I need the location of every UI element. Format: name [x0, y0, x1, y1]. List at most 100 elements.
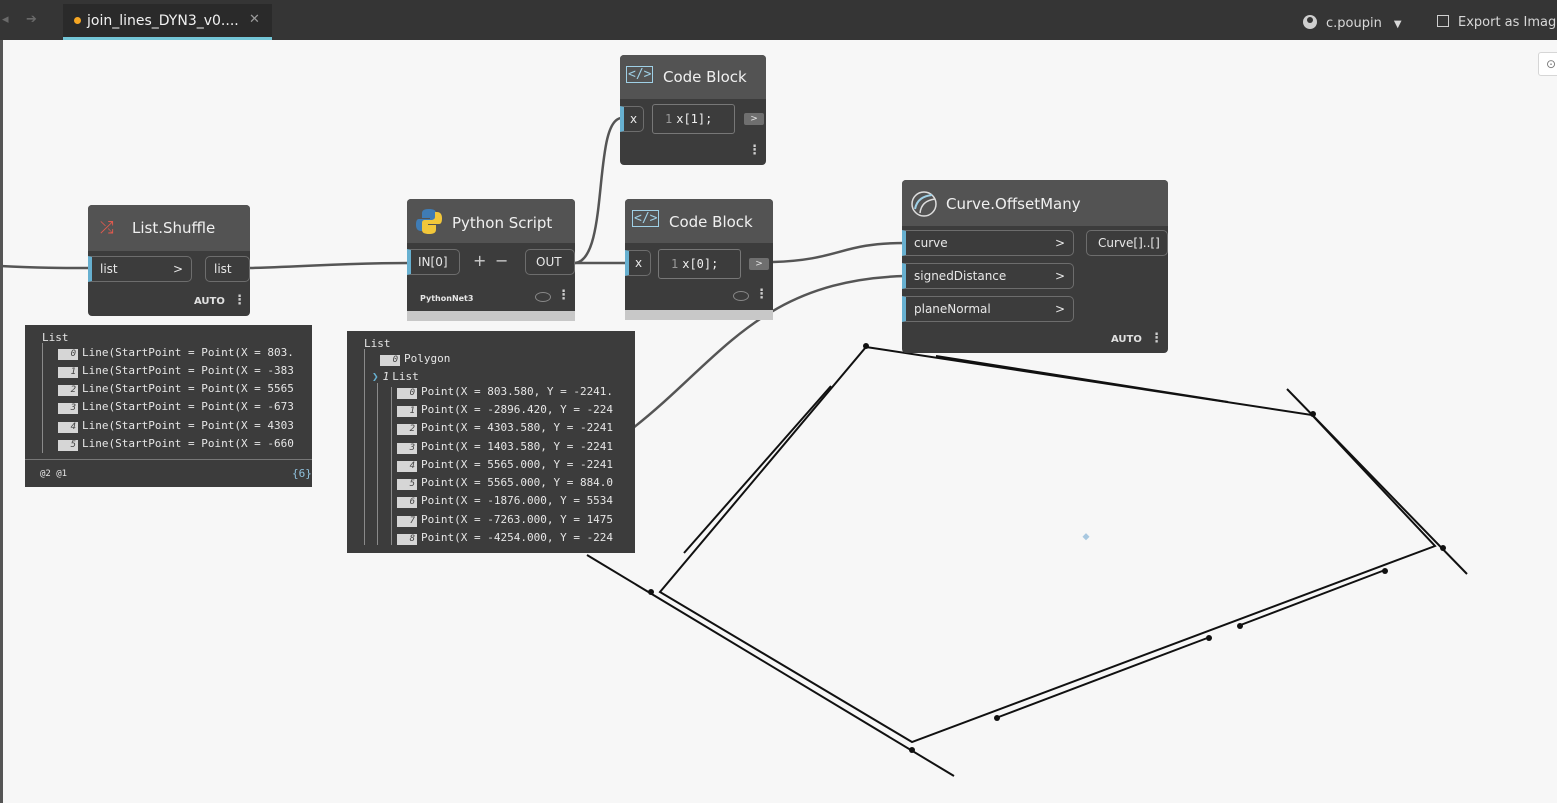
index-badge: 3: [58, 403, 78, 414]
preview-toggle-icon[interactable]: [733, 291, 749, 301]
export-label: Export as Image: [1458, 15, 1557, 30]
input-port-list[interactable]: list>: [88, 256, 192, 282]
item-text: Line(StartPoint = Point(X = 803.: [82, 346, 294, 359]
node-menu-icon[interactable]: ⋮: [748, 143, 761, 158]
chevron-down-icon: ▼: [1393, 19, 1402, 30]
port-label: curve: [914, 236, 948, 250]
port-label: Curve[]..[]: [1098, 236, 1160, 250]
node-curve-offset-many[interactable]: Curve.OffsetMany curve> signedDistance> …: [902, 180, 1168, 353]
remove-input-button[interactable]: −: [495, 251, 509, 270]
code-text: x[0];: [682, 257, 719, 271]
output-port-list[interactable]: list: [205, 256, 250, 282]
index-badge: 2: [58, 385, 78, 396]
input-port-signed-distance[interactable]: signedDistance>: [902, 263, 1074, 289]
item-text: Line(StartPoint = Point(X = -660: [82, 437, 294, 450]
output-port[interactable]: >: [749, 258, 769, 270]
code-block-icon: </>: [632, 210, 660, 227]
node-menu-icon[interactable]: ⋮: [1150, 331, 1163, 346]
list-levels: @2 @1: [40, 469, 68, 479]
file-tab[interactable]: join_lines_DYN3_v0.... ✕: [63, 4, 272, 40]
node-bottom-bar: [407, 311, 575, 321]
port-label: IN[0]: [418, 255, 448, 269]
close-icon[interactable]: ✕: [249, 12, 260, 27]
output-port-curves[interactable]: Curve[]..[]: [1086, 230, 1168, 256]
node-title: Code Block: [663, 68, 747, 86]
input-port-plane-normal[interactable]: planeNormal>: [902, 296, 1074, 322]
item-text: Polygon: [404, 352, 451, 365]
preview-header: List: [364, 337, 391, 350]
lacing-label: AUTO: [1111, 334, 1142, 345]
divider: [25, 459, 312, 460]
input-port-x[interactable]: x: [620, 106, 644, 132]
engine-label: PythonNet3: [420, 294, 474, 303]
wire-python-to-code-top: [574, 116, 623, 265]
node-python-script[interactable]: Python Script IN[0] + − OUT PythonNet3 ⋮: [407, 199, 575, 321]
wire-input-to-shuffle: [0, 264, 91, 270]
input-port-curve[interactable]: curve>: [902, 230, 1074, 256]
arrow-left-icon[interactable]: ◂: [2, 12, 9, 27]
node-list-shuffle[interactable]: ⤮ List.Shuffle list> list AUTO ⋮: [88, 205, 250, 316]
line-number: 1: [671, 257, 679, 271]
list-item: 1 Line(StartPoint = Point(X = -383: [58, 364, 294, 378]
output-port-out[interactable]: OUT: [525, 249, 575, 275]
export-image-button[interactable]: Export as Image: [1437, 15, 1557, 30]
item-text: Point(X = -4254.000, Y = -224: [421, 531, 614, 544]
input-port-in0[interactable]: IN[0]: [407, 249, 460, 275]
node-menu-icon[interactable]: ⋮: [557, 288, 570, 303]
index-badge: 3: [397, 443, 417, 454]
curve-offset-icon: [911, 191, 937, 217]
item-text: Point(X = -7263.000, Y = 1475: [421, 513, 614, 526]
item-text: Point(X = -2896.420, Y = -224: [421, 403, 614, 416]
node-bottom-bar: [625, 310, 773, 320]
port-label: x: [635, 256, 643, 270]
wire-code-mid-to-curve: [772, 241, 906, 264]
item-text: Line(StartPoint = Point(X = -383: [82, 364, 294, 377]
index-badge: 5: [397, 479, 417, 490]
port-label: list: [100, 262, 118, 276]
lacing-label: AUTO: [194, 296, 225, 307]
code-block-icon: </>: [626, 66, 654, 83]
user-icon: [1303, 15, 1317, 29]
index-label: 1: [382, 370, 390, 383]
item-text: Point(X = -1876.000, Y = 5534: [421, 494, 614, 507]
input-port-x[interactable]: x: [625, 250, 651, 276]
arrow-right-icon[interactable]: ➔: [26, 12, 37, 27]
item-text: Point(X = 803.580, Y = -2241.: [421, 385, 614, 398]
geometry-preview: [586, 345, 1468, 777]
user-name: c.poupin: [1326, 16, 1382, 31]
chevron-right-icon: >: [1054, 269, 1065, 283]
node-title: Curve.OffsetMany: [946, 195, 1081, 213]
add-input-button[interactable]: +: [473, 251, 487, 270]
tree-line: [364, 349, 365, 545]
port-label: x: [630, 112, 638, 126]
code-text: x[1];: [676, 112, 713, 126]
wire-code-top-to-signed-distance: [632, 274, 906, 429]
user-menu[interactable]: c.poupin ▼: [1303, 15, 1402, 31]
port-label: OUT: [536, 255, 562, 269]
preview-toggle-icon[interactable]: [535, 292, 551, 302]
zoom-fit-icon[interactable]: ⊙: [1538, 52, 1557, 76]
node-menu-icon[interactable]: ⋮: [233, 293, 246, 308]
node-menu-icon[interactable]: ⋮: [755, 287, 768, 302]
item-text: Line(StartPoint = Point(X = 5565: [82, 382, 294, 395]
item-count: {6}: [292, 467, 312, 480]
python-icon: [416, 209, 442, 234]
output-port[interactable]: >: [744, 113, 764, 125]
index-badge: 1: [58, 367, 78, 378]
